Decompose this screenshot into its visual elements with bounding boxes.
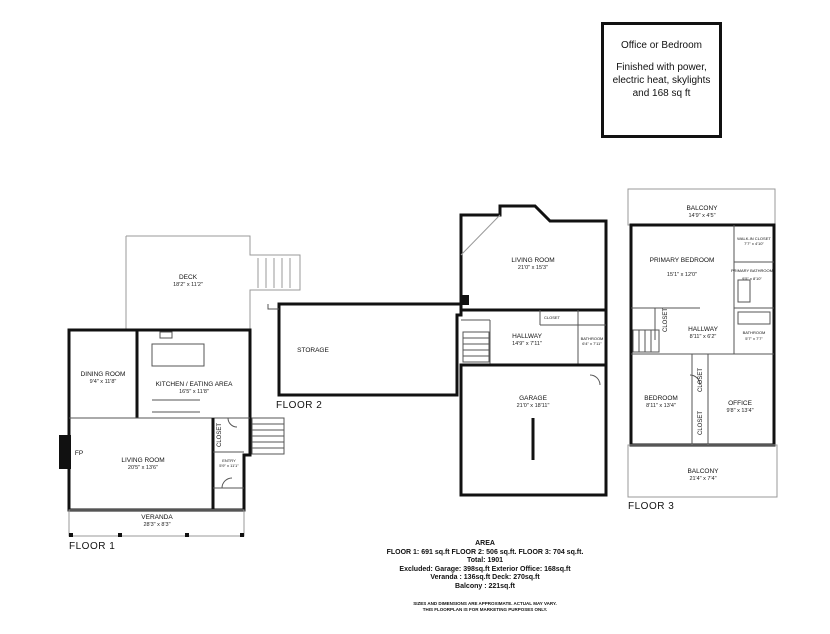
floor-3-plan: BALCONY 14'9" x 4'5" PRIMARY BEDROOM 15'… xyxy=(627,188,778,498)
balcony-bottom-dims: 21'4" x 7'4" xyxy=(689,476,716,482)
callout-title: Office or Bedroom xyxy=(621,40,702,51)
entry-label: ENTRY xyxy=(222,458,236,463)
disclaimer-line-2: THIS FLOORPLAN IS FOR MARKETING PURPOSES… xyxy=(422,607,548,612)
disclaimer-line-1: SIZES AND DIMENSIONS ARE APPROXIMATE. AC… xyxy=(413,601,557,606)
bedroom-label: BEDROOM xyxy=(644,395,678,402)
callout-description: Finished with power, electric heat, skyl… xyxy=(612,62,711,99)
office-label: OFFICE xyxy=(728,400,752,407)
veranda-label: VERANDA xyxy=(141,514,173,521)
garage-dims: 21'0" x 18'11" xyxy=(517,403,550,409)
veranda-dims: 28'3" x 8'3" xyxy=(143,522,170,528)
primary-bedroom-dims: 15'1" x 12'0" xyxy=(667,272,697,278)
area-summary: AREA FLOOR 1: 691 sq.ft FLOOR 2: 506 sq.… xyxy=(340,540,630,592)
area-total: Total: 1901 xyxy=(466,557,504,565)
kitchen-label: KITCHEN / EATING AREA xyxy=(156,381,233,388)
deck-outline xyxy=(126,235,301,330)
deck-label: DECK xyxy=(179,274,198,281)
entry-dims: 5'9" x 11'1" xyxy=(219,463,239,468)
balcony-top-label: BALCONY xyxy=(686,205,718,212)
hallway-2-dims: 14'9" x 7'11" xyxy=(512,341,542,347)
area-balcony: Balcony : 221sq.ft xyxy=(455,582,515,590)
primary-bathroom-dims: 9'5" x 8'10" xyxy=(742,276,762,281)
walk-in-closet-dims: 7'7" x 4'10" xyxy=(744,241,764,246)
disclaimer: SIZES AND DIMENSIONS ARE APPROXIMATE. AC… xyxy=(360,601,610,613)
area-excluded: Excluded: Garage: 398sq.ft Exterior Offi… xyxy=(399,565,571,573)
garage-label: GARAGE xyxy=(519,395,547,402)
balcony-bottom-label: BALCONY xyxy=(687,468,719,475)
primary-bathroom-label: PRIMARY BATHROOM xyxy=(731,268,773,273)
living-room-1-label: LIVING ROOM xyxy=(121,457,164,464)
kitchen-island xyxy=(151,343,205,367)
fireplace-label: FP xyxy=(75,450,83,457)
living-room-1-dims: 20'5" x 13'6" xyxy=(128,465,158,471)
balcony-bottom-outline xyxy=(627,444,778,498)
floor-2-plan: STORAGE LIVING ROOM 21'0" x 15'3" HALLWA… xyxy=(267,204,608,497)
hall-stairs xyxy=(462,331,490,363)
dining-room-dims: 9'4" x 11'8" xyxy=(90,379,117,385)
bathroom-3-dims: 5'7" x 7'7" xyxy=(745,336,763,341)
storage-label: STORAGE xyxy=(297,347,329,354)
bathroom-2-dims: 6'4" x 7'11" xyxy=(582,341,602,346)
garage-outline xyxy=(459,363,608,497)
area-heading: AREA xyxy=(475,540,495,547)
office-dims: 9'8" x 13'4" xyxy=(726,408,753,414)
kitchen-dims: 16'5" x 11'8" xyxy=(179,389,209,395)
bathroom-3-label: BATHROOM xyxy=(743,330,766,335)
floor-3-title: FLOOR 3 xyxy=(628,501,675,512)
closet-3b-label: CLOSET xyxy=(698,368,704,392)
living-room-2-dims: 21'0" x 15'3" xyxy=(518,265,548,271)
area-floors: FLOOR 1: 691 sq.ft FLOOR 2: 506 sq.ft. F… xyxy=(386,548,584,556)
floor-1-title: FLOOR 1 xyxy=(69,541,116,552)
hallway-3-dims: 8'11" x 6'2" xyxy=(690,334,717,340)
floor-2-title: FLOOR 2 xyxy=(276,400,323,411)
living-room-2-label: LIVING ROOM xyxy=(511,257,554,264)
floor-1-exterior-wall xyxy=(67,328,215,512)
veranda-outline xyxy=(68,509,245,537)
floor-1-plan: DECK 18'2" x 11'2" DINING ROOM 9'4" x 11… xyxy=(59,235,301,537)
fireplace xyxy=(59,435,71,469)
bedroom-dims: 8'11" x 13'4" xyxy=(646,403,676,409)
balcony-top-dims: 14'9" x 4'5" xyxy=(688,213,715,219)
entry-stairs xyxy=(251,417,285,455)
office-bedroom-callout: Office or Bedroom Finished with power, e… xyxy=(601,22,722,138)
closet-3a-label: CLOSET xyxy=(663,308,669,332)
primary-bedroom-label: PRIMARY BEDROOM xyxy=(650,257,715,264)
closet-2-label: CLOSET xyxy=(544,315,561,320)
upper-living-room-outline xyxy=(459,204,608,310)
hallway-3-label: HALLWAY xyxy=(688,326,719,333)
bathroom-2-label: BATHROOM xyxy=(581,336,604,341)
closet-1-label: CLOSET xyxy=(217,423,223,447)
floor-3-stairs xyxy=(632,329,660,353)
deck-stairs xyxy=(257,258,291,288)
walk-in-closet-label: WALK-IN CLOSET xyxy=(737,236,771,241)
deck-dims: 18'2" x 11'2" xyxy=(173,282,203,288)
dining-room-label: DINING ROOM xyxy=(81,371,126,378)
area-veranda-deck: Veranda : 136sq.ft Deck: 270sq.ft xyxy=(430,574,540,582)
hallway-2-label: HALLWAY xyxy=(512,333,543,340)
closet-3c-label: CLOSET xyxy=(698,411,704,435)
